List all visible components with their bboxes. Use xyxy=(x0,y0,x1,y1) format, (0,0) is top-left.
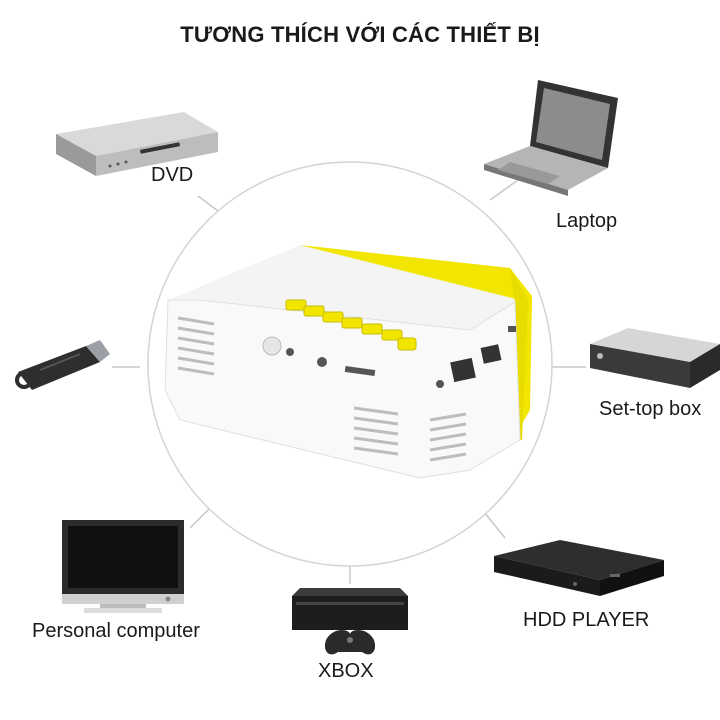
xbox-console-icon xyxy=(292,588,408,655)
hdd-player-icon xyxy=(494,540,664,596)
set-top-box-icon xyxy=(590,328,720,388)
label-set-top-box: Set-top box xyxy=(599,398,702,420)
label-dvd: DVD xyxy=(151,164,194,186)
usb-flash-drive-icon xyxy=(15,340,110,390)
monitor-icon xyxy=(62,520,184,613)
label-hdd-player: HDD PLAYER xyxy=(523,609,650,631)
laptop-icon xyxy=(484,80,618,196)
label-laptop: Laptop xyxy=(556,210,618,232)
label-xbox: XBOX xyxy=(318,660,374,682)
page-title: TƯƠNG THÍCH VỚI CÁC THIẾT BỊ xyxy=(180,22,540,47)
connector-lines xyxy=(112,179,586,584)
dvd-player-icon xyxy=(56,112,218,176)
projector-image xyxy=(164,245,532,479)
label-personal-computer: Personal computer xyxy=(32,620,200,642)
